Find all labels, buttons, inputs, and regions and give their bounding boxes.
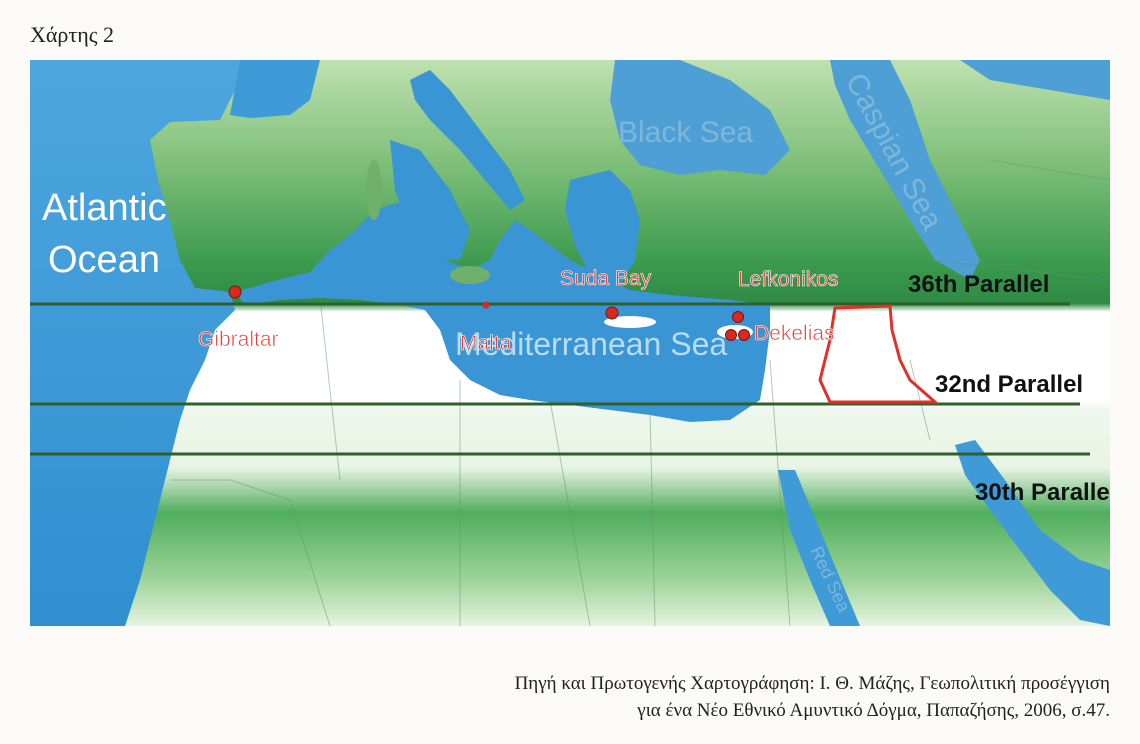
caption-line-1: Πηγή και Πρωτογενής Χαρτογράφηση: Ι. Θ. … (514, 673, 1110, 694)
corsica-sardinia-island (366, 160, 382, 220)
aegean-sea-shape (565, 170, 640, 285)
atlantic-ocean-shape (30, 60, 240, 626)
gibraltar-marker (228, 285, 242, 299)
persian-gulf-shape (955, 440, 1110, 626)
lefkonikos-label: Lefkonikos (738, 268, 838, 291)
mediterranean-sea-label: Mediterranean Sea (455, 326, 727, 362)
bay-of-biscay-shape (230, 60, 320, 118)
black-sea-shape (610, 60, 790, 175)
suda-bay-marker (605, 306, 619, 320)
map-title: Χάρτης 2 (30, 22, 114, 47)
mediterranean-sea-shape (235, 200, 770, 422)
parallel-30-label: 30th Parallel (975, 479, 1110, 506)
dekelias-label: Dekelias (754, 322, 835, 345)
adriatic-sea-shape (410, 70, 525, 210)
country-borders (170, 159, 1110, 626)
iraq-outline (818, 304, 939, 404)
crete-island (604, 316, 656, 328)
atlantic-label-2: Ocean (48, 239, 160, 281)
caption-line-2: για ένα Νέο Εθνικό Αμυντικό Δόγμα, Παπαζ… (637, 700, 1110, 721)
lefkonikos-marker (732, 311, 744, 323)
parallel-32-label: 32nd Parallel (935, 371, 1083, 398)
irak-label: Irak (848, 352, 884, 375)
parallel-36-label: 36th Parallel (908, 271, 1049, 298)
red-sea-shape (778, 470, 860, 626)
gibraltar-label: Gibraltar (198, 328, 279, 351)
dekelias-marker-1 (725, 329, 737, 341)
atlantic-label-1: Atlantic (42, 187, 167, 229)
malta-label: Malta (460, 332, 512, 355)
sea-corner-shape (960, 60, 1110, 100)
malta-marker (482, 301, 490, 309)
map-canvas: Atlantic Ocean Black Sea Caspian Sea Med… (30, 60, 1110, 626)
caspian-sea-shape (830, 60, 980, 280)
sicily-island (450, 266, 490, 284)
map-frame: Atlantic Ocean Black Sea Caspian Sea Med… (30, 60, 1110, 626)
dekelias-marker-2 (738, 329, 750, 341)
black-sea-label: Black Sea (618, 116, 753, 149)
tyrrhenian-sea-shape (390, 140, 470, 260)
source-caption: Πηγή και Πρωτογενής Χαρτογράφηση: Ι. Θ. … (515, 670, 1110, 724)
suda-bay-label: Suda Bay (560, 267, 652, 290)
